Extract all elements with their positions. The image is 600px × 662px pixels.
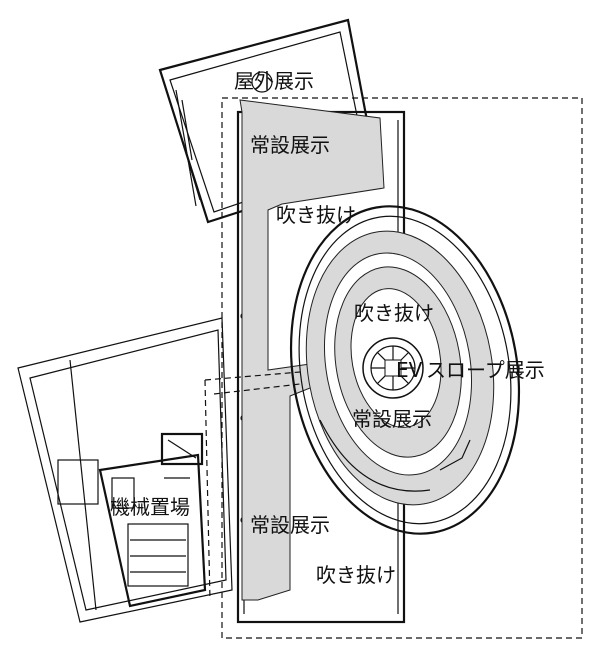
left-annex [17,317,233,623]
label-permanent-bottom: 常設展示 [250,513,330,537]
label-void-bottom: 吹き抜け [316,563,396,587]
label-permanent-oval: 常設展示 [352,407,432,431]
label-permanent-top: 常設展示 [250,133,330,157]
dashed-boundary [221,97,583,639]
label-void-top: 吹き抜け [276,203,356,227]
label-ev: EV [396,358,423,382]
machine-room [98,432,207,608]
oval-hall [289,205,521,535]
label-outdoor-exhibit: 屋外展示 [234,69,314,93]
label-machine-area: 機械置場 [110,495,190,519]
label-void-center: 吹き抜け [354,301,434,325]
label-slope-exhibit: スロープ展示 [426,358,545,382]
dashed-connector [204,371,301,601]
